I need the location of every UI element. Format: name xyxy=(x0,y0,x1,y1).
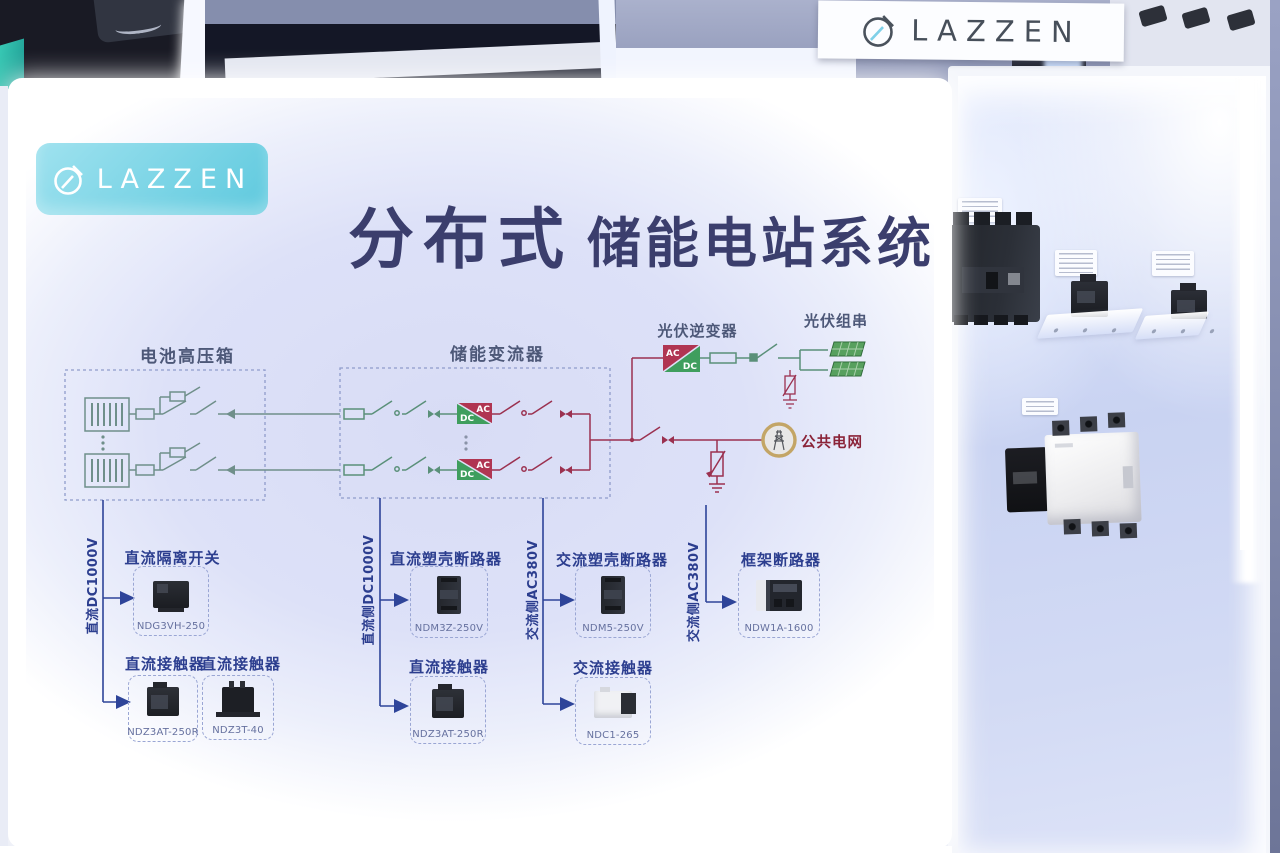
lazzen-logo-icon xyxy=(863,15,895,47)
product-model: NDZ3T-40 xyxy=(212,725,264,736)
product-photo-wrap xyxy=(203,676,273,725)
product-model: NDZ3AT-250R xyxy=(412,729,484,740)
product-callout: NDG3VH-250 xyxy=(133,566,209,636)
product-heading: 框架断路器 xyxy=(740,551,821,569)
pv-inverter-label: 光伏逆变器 xyxy=(657,322,738,340)
contactor-body xyxy=(1044,431,1142,526)
bus-label-acside380v: 交流侧AC380V xyxy=(687,541,702,643)
lit-frame-edge xyxy=(598,0,618,86)
wall-product-frame-contactor xyxy=(1000,412,1154,539)
product-heading: 直流塑壳断路器 xyxy=(390,550,503,568)
bus-label-dc1000v: 直流DC1000V xyxy=(86,537,101,635)
breaker-label xyxy=(1008,273,1020,285)
product-callout: NDM5-250V xyxy=(575,566,651,638)
product-photo-wrap xyxy=(576,567,650,623)
frame-breaker-product-image xyxy=(756,579,802,611)
ceiling-beam xyxy=(205,0,620,24)
ac-mccb-product-image xyxy=(601,576,625,614)
product-info-card xyxy=(1022,398,1058,415)
breaker-terminals xyxy=(954,315,968,325)
product-model: NDZ3AT-250R xyxy=(127,727,199,738)
product-photo-wrap xyxy=(739,567,819,623)
contactor-terminal xyxy=(1063,518,1081,535)
product-model: NDG3VH-250 xyxy=(136,621,206,632)
hall-sign-brand: LAZZEN xyxy=(911,13,1082,50)
product-heading: 直流接触器 xyxy=(408,658,489,676)
product-heading: 交流接触器 xyxy=(572,659,653,677)
product-photo-wrap xyxy=(134,567,208,621)
product-callout: NDZ3AT-250R xyxy=(127,675,199,742)
product-callout: NDM3Z-250V xyxy=(410,566,488,638)
title-secondary: 储能电站系统 xyxy=(587,212,935,275)
product-callout: NDC1-265 xyxy=(575,677,651,745)
board-title: 分布式 储能电站系统 xyxy=(348,186,935,282)
grid-label: 公共电网 xyxy=(801,435,863,451)
contactor-terminal xyxy=(1119,522,1138,539)
contactor-terminal xyxy=(1079,416,1098,432)
product-photo-wrap xyxy=(129,676,197,727)
product-callout: NDW1A-1600 xyxy=(738,566,820,638)
hall-sign: LAZZEN xyxy=(817,0,1125,62)
product-photo-wrap xyxy=(411,677,485,729)
breaker-body xyxy=(948,225,1040,325)
converter-label: 储能变流器 xyxy=(450,345,545,365)
board-logo-brand: LAZZEN xyxy=(96,163,254,195)
battery-box-label: 电池高压箱 xyxy=(140,347,235,367)
product-photo-wrap xyxy=(576,678,650,730)
product-callout: NDZ3T-40 xyxy=(202,675,274,740)
product-info-card xyxy=(1152,251,1194,276)
product-callout: NDZ3AT-250R xyxy=(410,676,486,744)
product-model: NDW1A-1600 xyxy=(744,623,814,634)
product-model: NDC1-265 xyxy=(586,730,640,741)
bus-label-acside380v: 交流侧AC380V xyxy=(526,539,541,641)
breaker-toggle xyxy=(986,272,998,289)
ceiling-fixture xyxy=(93,0,191,44)
product-heading: 交流塑壳断路器 xyxy=(556,551,669,569)
dc-contactor-product-image xyxy=(216,681,260,717)
contactor-terminal xyxy=(1052,420,1070,436)
scene-edge xyxy=(0,86,8,853)
dc-contactor-product-image xyxy=(432,683,464,718)
vertical-light-core xyxy=(1240,80,1253,550)
wall-edge xyxy=(1270,0,1280,853)
title-primary: 分布式 xyxy=(348,201,573,278)
product-heading: 直流隔离开关 xyxy=(124,549,221,567)
breaker-terminals xyxy=(953,212,969,227)
product-model: NDM3Z-250V xyxy=(414,623,484,634)
contactor-terminal xyxy=(1107,412,1126,428)
board-glow-bottom xyxy=(0,846,952,853)
lazzen-logo-icon xyxy=(53,165,83,195)
bus-label-dcside1000v: 直流侧DC1000V xyxy=(362,534,377,646)
ac-contactor-product-image xyxy=(594,686,636,718)
dc-contactor-product-image xyxy=(147,682,179,716)
dc-mccb-product-image xyxy=(437,576,461,614)
contactor-rear xyxy=(1004,447,1050,513)
product-heading: 直流接触器 xyxy=(201,655,282,673)
dc-isolator-product-image xyxy=(153,580,189,612)
wall-product-mccb xyxy=(948,212,1040,326)
lazzen-board-logo: LAZZEN xyxy=(36,143,268,215)
pv-string-label: 光伏组串 xyxy=(803,312,868,330)
product-model: NDM5-250V xyxy=(582,623,644,634)
product-heading: 直流接触器 xyxy=(125,655,206,673)
product-info-card xyxy=(1055,250,1097,276)
product-photo-wrap xyxy=(411,567,487,623)
contactor-terminal xyxy=(1091,520,1110,537)
ceiling-truss xyxy=(205,0,620,86)
